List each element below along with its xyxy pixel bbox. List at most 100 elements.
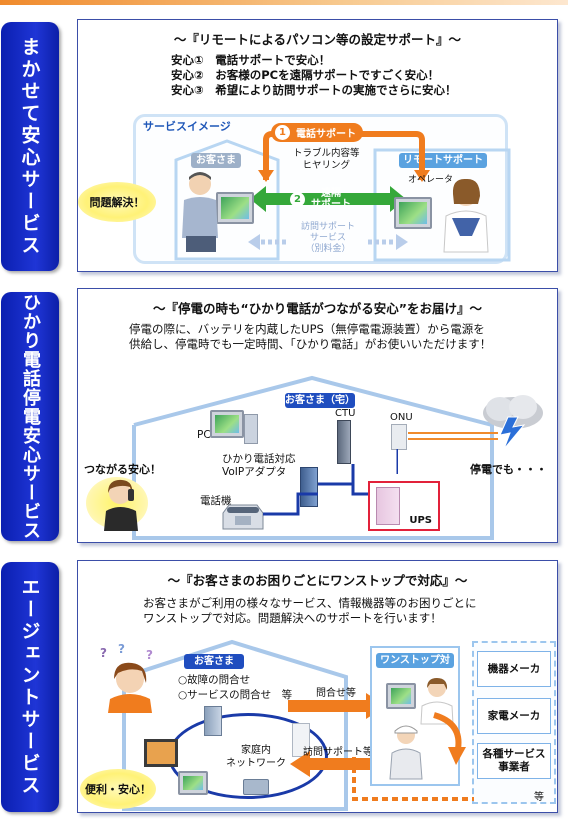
agent-panel: ～『お客さまのお困りごとにワンストップで対応』～ お客さまがご利用の様々なサービ… (77, 560, 558, 813)
phone-support-label: 電話サポート (296, 129, 356, 140)
vendor-3-line-1: 各種サービス (482, 748, 546, 760)
tab-makasete-label: まかせて安心サービス (18, 36, 41, 257)
voip-adapter-device (300, 467, 318, 507)
puzzled-customer-icon: ? ? ? (100, 643, 153, 713)
remote-support-badge: 2 遠隔 サポート (290, 184, 368, 214)
dotted-route (352, 757, 474, 801)
operator-person-icon (443, 178, 489, 253)
tab-agent[interactable]: エージェントサービス (1, 562, 59, 812)
inquiry-label: 問合せ等 (316, 688, 356, 699)
appliance-icon (292, 723, 310, 757)
svg-text:?: ? (118, 643, 125, 656)
agent-line-2: ワンストップで対応。問題解決へのサポートを行います！ (143, 611, 442, 625)
num2-circle: 2 (290, 191, 305, 207)
hearing-line: ヒヤリング (302, 160, 351, 171)
trouble-line: トラブル内容等 (293, 148, 360, 159)
home-label: お客さま（宅） (285, 393, 355, 408)
svg-text:?: ? (146, 648, 153, 662)
adapter-line-1: ひかり電話対応 (222, 453, 296, 465)
makasete-line-1: 安心① 電話サポートで安心！ (171, 53, 331, 67)
phone-support-badge: 1 電話サポート (271, 123, 363, 142)
vendors-etc: 等 (534, 792, 544, 803)
network-line-1: 家庭内 (241, 745, 271, 756)
convenient-bubble: 便利・安心！ (80, 769, 156, 809)
pc-monitor (210, 410, 244, 438)
solved-bubble: 問題解決！ (78, 182, 156, 222)
connected-label: つながる安心！ (84, 463, 161, 476)
tv-icon (144, 739, 178, 767)
visit-label: 訪問サポート等 (303, 747, 373, 758)
operator-label: オペレータ (408, 175, 454, 185)
inquiry-arrow (288, 693, 386, 719)
telephone-icon (222, 504, 264, 530)
svg-text:?: ? (100, 646, 107, 660)
makasete-lines: 安心① 電話サポートで安心！ 安心② お客様のPCを遠隔サポートですごく安心！ … (171, 53, 457, 98)
hikari-title: ～『停電の時も“ひかり電話がつながる安心”をお届け』～ (153, 301, 482, 316)
hikari-panel: ～『停電の時も“ひかり電話がつながる安心”をお届け』～ 停電の際に、バッテリを内… (77, 288, 558, 543)
hikari-line-1: 停電の際に、バッテリを内蔵したUPS（無停電電源装置）から電源を (129, 322, 485, 336)
vendor-box-1: 機器メーカ (477, 651, 551, 687)
fiber-lines (408, 432, 498, 440)
outage-label: 停電でも・・・ (470, 463, 547, 476)
makasete-line-3: 安心③ 希望により訪問サポートの実施でさらに安心！ (171, 83, 457, 97)
agent-lines: お客さまがご利用の様々なサービス、情報機器等のお困りごとに ワンストップで対応。… (143, 596, 477, 626)
visit-support-arrow (248, 234, 408, 250)
home-phone-icon (243, 779, 269, 795)
hikari-line-2: 供給し、停電時でも一定時間、「ひかり電話」がお使いいただけます！ (129, 337, 492, 351)
remote-line-2: サポート (311, 199, 351, 210)
trouble-text: トラブル内容等 ヒヤリング (293, 148, 360, 172)
makasete-line-2: 安心② お客様のPCを遠隔サポートですごく安心！ (171, 68, 440, 82)
customer-person-icon (182, 172, 218, 252)
tab-hikari-label: ひかり電話停電安心サービス (20, 293, 41, 540)
question-list: ○故障の問合せ ○サービスの問合せ 等 (178, 673, 292, 703)
remote-line-1: 遠隔 (321, 188, 341, 199)
ups-box: UPS (368, 481, 440, 531)
adapter-line-2: VoIPアダプタ (222, 466, 287, 478)
top-accent-bar (0, 0, 568, 5)
agent-title: ～『お客さまのお困りごとにワンストップで対応』～ (167, 573, 468, 588)
agent-customer-label: お客さま (184, 654, 244, 669)
remote-support-label: 遠隔 サポート (311, 188, 351, 210)
adapter-label: ひかり電話対応 VoIPアダプタ (222, 453, 296, 479)
onu-device (391, 424, 407, 450)
agent-line-1: お客さまがご利用の様々なサービス、情報機器等のお困りごとに (143, 596, 477, 610)
loop-arrow (433, 712, 466, 765)
ups-label: UPS (409, 515, 432, 526)
onu-label: ONU (390, 412, 413, 423)
visit-text: 訪問サポート サービス （別料金） (290, 222, 366, 255)
tab-hikari[interactable]: ひかり電話停電安心サービス (1, 292, 59, 541)
num1-circle: 1 (275, 125, 290, 140)
customer-label: お客さま (191, 153, 241, 168)
pc-label: PC (197, 429, 211, 441)
home-pc-monitor (178, 771, 208, 795)
vendor-box-3: 各種サービス 事業者 (477, 743, 551, 779)
onestop-pc-monitor (386, 683, 416, 709)
tab-makasete[interactable]: まかせて安心サービス (1, 22, 59, 271)
visit-arrow (290, 751, 388, 777)
network-line-2: ネットワーク (226, 758, 286, 769)
hikari-lines: 停電の際に、バッテリを内蔵したUPS（無停電電源装置）から電源を 供給し、停電時… (129, 322, 491, 352)
visit-line-1: 訪問サポート (300, 222, 355, 232)
onestop-label: ワンストップ対応 (376, 653, 454, 681)
question-2: ○サービスの問合せ 等 (178, 689, 293, 701)
pc-tower (244, 414, 258, 444)
ctu-device (337, 420, 351, 464)
ctu-label: CTU (335, 408, 356, 419)
remote-support-arrow (250, 186, 406, 212)
makasete-panel: ～『リモートによるパソコン等の設定サポート』～ 安心① 電話サポートで安心！ 安… (77, 19, 558, 272)
makasete-title: ～『リモートによるパソコン等の設定サポート』～ (173, 32, 462, 47)
operator-pc-monitor (394, 197, 432, 229)
vendor-box-2: 家電メーカ (477, 698, 551, 734)
phone-label: 電話機 (200, 495, 232, 507)
customer-pc-monitor (216, 192, 254, 224)
customer-house-outline (174, 139, 280, 261)
service-image-title: サービスイメージ (143, 120, 231, 133)
question-1: ○故障の問合せ (178, 674, 251, 686)
tab-agent-label: エージェントサービス (18, 577, 41, 797)
ups-device (376, 487, 400, 525)
cables (263, 449, 398, 516)
woman-phone-icon (104, 479, 138, 531)
home-network-label: 家庭内 ネットワーク (226, 744, 286, 770)
visit-line-2: サービス (309, 233, 346, 243)
thunder-cloud-icon (483, 395, 543, 450)
